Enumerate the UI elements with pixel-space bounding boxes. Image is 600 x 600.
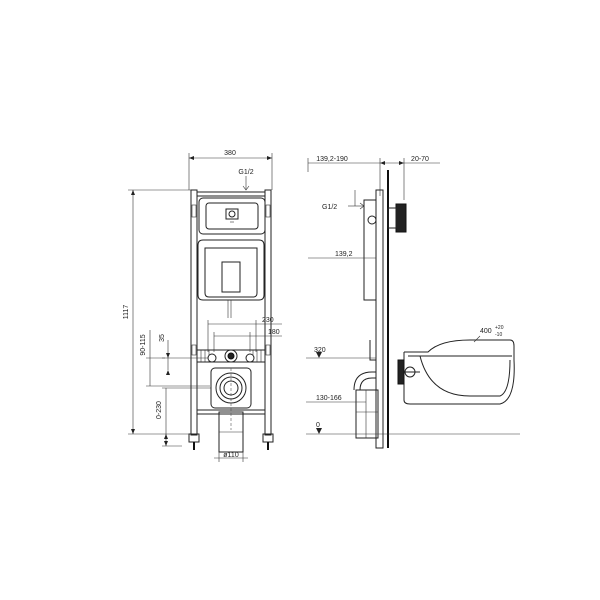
height-dimension: 1117: [123, 189, 192, 435]
depth-dim-2: 139,2: [308, 251, 376, 259]
drain-pipe: [218, 411, 244, 453]
front-view: 380 G1/2 1117: [123, 150, 282, 462]
dim-230-label: 230: [262, 317, 274, 324]
height-dim-label: 1117: [123, 305, 130, 320]
left-bolt: [207, 353, 217, 363]
support-bracket: [162, 349, 266, 363]
floor-level: 0: [306, 422, 520, 435]
bowl-tol-upper: +20: [495, 325, 504, 331]
depth-dim-label: 139,2-190: [316, 156, 348, 163]
dim-35-label: 35: [159, 334, 166, 342]
dim-130-166-label: 130-166: [316, 395, 342, 402]
front-inlet: G1/2: [238, 169, 254, 191]
bowl-dim-label: 400: [480, 328, 492, 335]
dim-90-115-label: 90-115: [140, 334, 147, 355]
dim-130-166: 130-166: [306, 395, 366, 403]
wall-dim-label: 20-70: [411, 156, 429, 163]
toilet-bowl: [397, 339, 515, 405]
right-bolt: [245, 353, 255, 363]
bowl-tol-lower: -10: [495, 332, 502, 338]
depth-dim-2-label: 139,2: [335, 251, 353, 258]
dim-0-230-label: 0-230: [156, 401, 163, 419]
front-inlet-label: G1/2: [238, 169, 253, 176]
bowl-dimension: 400 +20 -10: [473, 325, 504, 343]
width-dimension: 380: [188, 150, 273, 190]
outlet-diameter-dim: ø110: [214, 452, 248, 462]
side-inlet: G1/2: [322, 190, 365, 211]
side-inlet-label: G1/2: [322, 204, 337, 211]
outlet: [210, 367, 252, 430]
dim-180-label: 180: [268, 329, 280, 336]
outlet-dim-label: ø110: [223, 452, 239, 459]
left-vertical-dims: 90-115 35: [140, 330, 210, 387]
floor-level-label: 0: [316, 422, 320, 429]
outlet-height-dim: 0-230: [156, 387, 211, 447]
side-view: 139,2-190 20-70 G1/2 139,2: [306, 156, 520, 449]
level-320-label: 320: [314, 347, 326, 354]
width-dim-label: 380: [224, 150, 236, 157]
frame-side: [363, 189, 407, 449]
rod-dimensions: 230 180: [207, 317, 282, 352]
depth-dimension: 139,2-190 20-70: [307, 156, 440, 200]
level-320: 320: [306, 347, 376, 359]
cistern: [197, 197, 266, 318]
drain-bend: [353, 340, 379, 439]
